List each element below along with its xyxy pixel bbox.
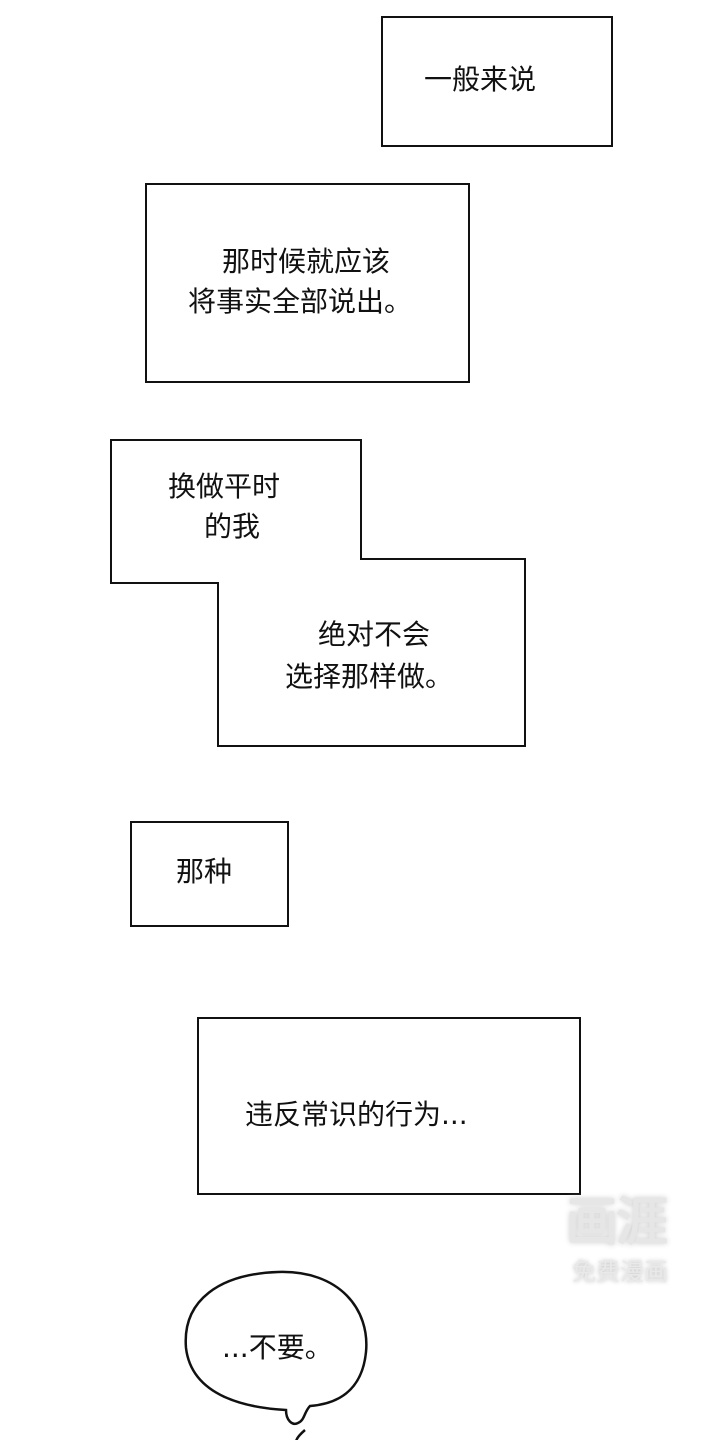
watermark-tagline: 免费漫画	[572, 1258, 668, 1286]
caption-box-4	[130, 821, 289, 927]
caption-4-line-2: 选择那样做。	[285, 660, 454, 693]
caption-box-3	[110, 439, 526, 747]
caption-3-line-1: 换做平时	[168, 470, 281, 503]
watermark-logo: 画涯	[566, 1193, 668, 1253]
caption-4-line-1: 绝对不会	[318, 618, 431, 651]
caption-1-line-1: 一般来说	[424, 63, 537, 96]
caption-5-line-1: 那种	[176, 855, 233, 888]
caption-box-5	[197, 1017, 581, 1195]
speech-bubble	[184, 1270, 368, 1425]
bubble-tail-mark	[295, 1429, 306, 1440]
speech-bubble-text: ...不要。	[222, 1331, 333, 1364]
caption-2-line-2: 将事实全部说出。	[188, 285, 413, 318]
caption-6-line-1: 违反常识的行为...	[245, 1098, 468, 1131]
caption-2-line-1: 那时候就应该	[222, 245, 391, 278]
caption-box-1	[381, 16, 613, 147]
caption-3-line-2: 的我	[204, 510, 261, 543]
caption-box-2	[145, 183, 470, 383]
